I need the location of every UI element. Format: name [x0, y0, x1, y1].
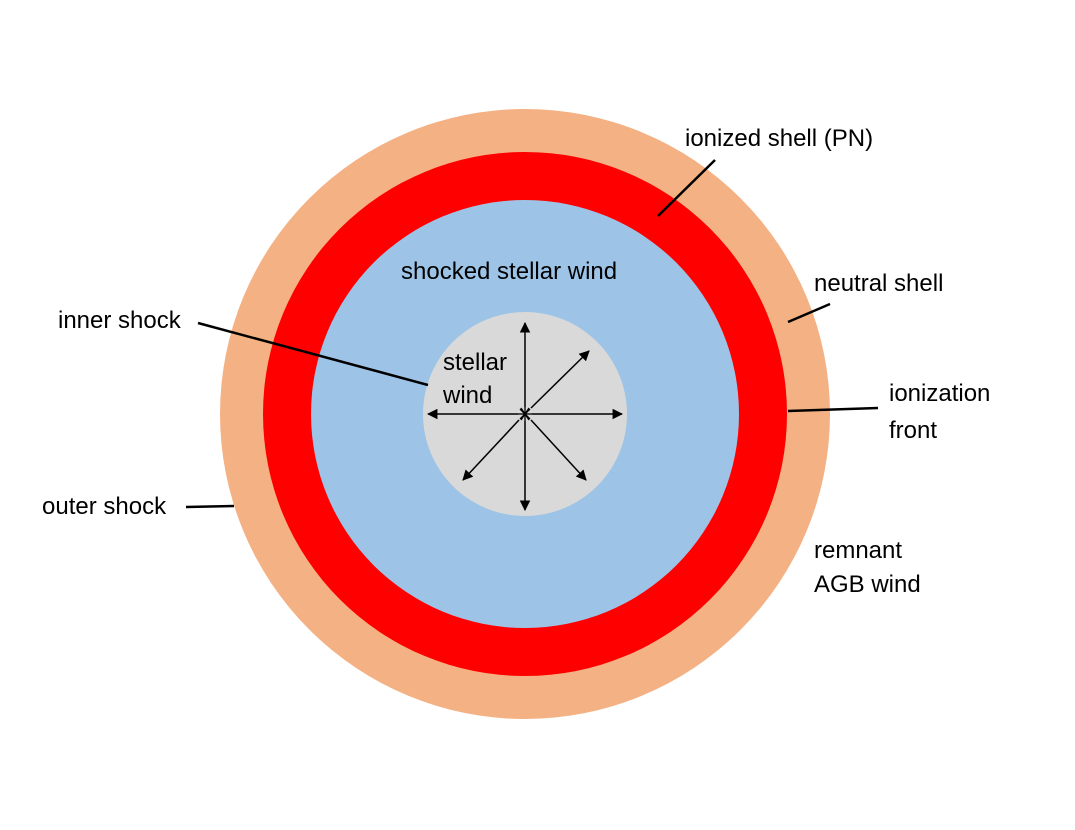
shocked-stellar-wind-label: shocked stellar wind	[401, 258, 617, 285]
star-burst-icon	[518, 407, 532, 421]
inner-shock-leader	[197, 321, 429, 387]
stellar-wind-label-line1: stellar	[443, 349, 507, 376]
ionization-front-label-line1: ionization	[889, 380, 990, 407]
stellar-wind-label-line2: wind	[442, 382, 492, 409]
remnant-agb-wind-label-line1: remnant	[814, 537, 902, 564]
neutral-shell-label: neutral shell	[814, 270, 943, 297]
outer-shock-label: outer shock	[42, 493, 167, 520]
neutral-shell-leader	[787, 302, 831, 324]
ionization-front-label-line2: front	[889, 417, 937, 444]
outer-shock-leader	[185, 504, 235, 509]
remnant-agb-wind-label-line2: AGB wind	[814, 571, 921, 598]
arrow-icon	[462, 419, 520, 481]
ionization-front-leader	[787, 406, 879, 413]
arrow-icon	[530, 350, 590, 409]
ionized-shell-label: ionized shell (PN)	[685, 125, 873, 152]
ionized-shell-leader	[657, 159, 716, 217]
inner-shock-label: inner shock	[58, 307, 182, 334]
arrow-icon	[530, 419, 587, 481]
wind-arrows	[426, 321, 624, 512]
